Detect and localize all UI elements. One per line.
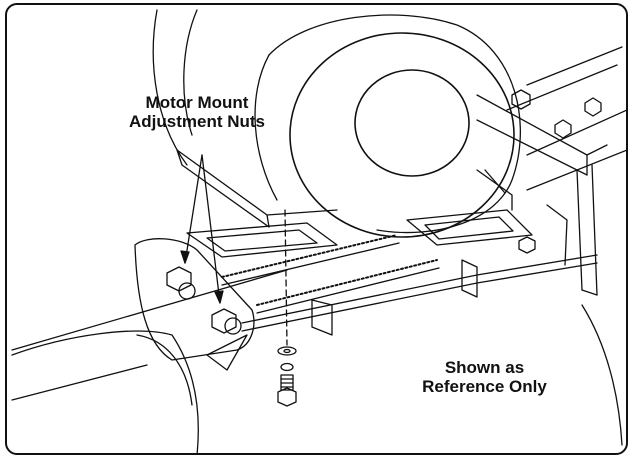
diagram-frame: Motor Mount Adjustment Nuts Shown as Ref… <box>5 3 628 455</box>
sliding-plates <box>186 209 533 336</box>
note-line-2: Reference Only <box>422 377 547 396</box>
motor-mount-line-drawing <box>11 9 626 453</box>
adjustment-nuts <box>166 89 602 335</box>
motor-base-bracket <box>176 149 568 266</box>
adjustment-nuts-callout: Motor Mount Adjustment Nuts <box>87 93 307 131</box>
callout-leaders <box>180 154 224 304</box>
note-line-1: Shown as <box>444 358 525 377</box>
lower-pipe <box>11 330 199 453</box>
adjustment-screws <box>221 234 598 332</box>
mount-bolt-assembly <box>277 209 297 407</box>
background-drum <box>11 9 626 446</box>
rear-frame <box>476 46 623 296</box>
callout-line-2: Adjustment Nuts <box>129 112 265 131</box>
reference-note: Shown as Reference Only <box>392 358 577 396</box>
callout-line-1: Motor Mount <box>145 93 249 112</box>
front-mounting-plate <box>134 238 255 371</box>
